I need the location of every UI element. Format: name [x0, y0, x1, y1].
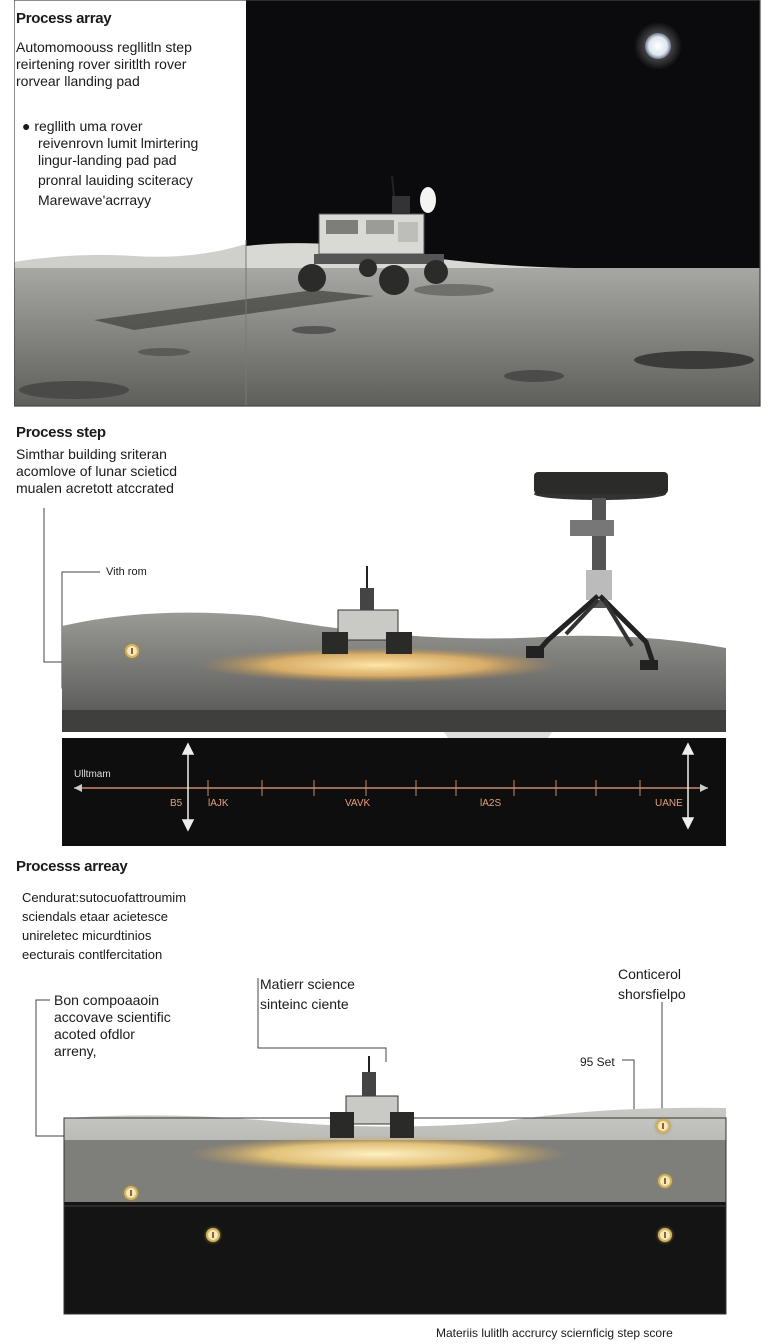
- rover-icon: [322, 566, 412, 654]
- lunar-base-scene: [43, 472, 726, 846]
- callout-middle: Matierr science sinteinc ciente: [260, 976, 355, 1012]
- rover-icon: [330, 1056, 414, 1138]
- marker-pin-icon: [658, 1174, 672, 1188]
- callout-vith-rom: Vith rom: [106, 566, 147, 578]
- marker-pin-icon: [124, 1186, 138, 1200]
- rover-icon: [298, 175, 448, 295]
- scale-tick-label: lAJK: [208, 798, 229, 809]
- callout-set: 95 Set: [580, 1055, 615, 1069]
- callout-right: Conticerol shorsfielpo: [618, 966, 686, 1002]
- panel-2: Process step Simthar building sriteran a…: [0, 420, 768, 850]
- scale-tick-label: VAVK: [345, 798, 371, 809]
- lunar-rover-scene: [14, 0, 761, 407]
- panel-1-title: Process array: [16, 10, 112, 27]
- scale-band: [62, 738, 726, 846]
- marker-pin-icon: [656, 1119, 670, 1133]
- scale-tick-label: B5: [170, 798, 183, 809]
- landing-pad-glow: [198, 647, 558, 683]
- scale-corner-label: Ulltmam: [74, 769, 111, 780]
- marker-pin-icon: [658, 1228, 672, 1242]
- bullet-dot-icon: ●: [22, 118, 35, 134]
- panel-1: Process array Automomoouss regllitln ste…: [0, 0, 768, 410]
- subsurface-layer: [64, 1202, 726, 1314]
- panel-3-intro: Cendurat:sutocuofattroumim sciendals eta…: [22, 890, 187, 962]
- panel-3-title: Processs arreay: [16, 858, 128, 875]
- landing-pad-glow: [188, 1136, 568, 1172]
- panel-3: Processs arreay Cendurat:sutocuofattroum…: [0, 856, 768, 1344]
- footer-caption: Materiis lulitlh accrurcy sciernficig st…: [436, 1326, 673, 1340]
- panel-2-intro: Simthar building sriteran acomlove of lu…: [16, 446, 178, 496]
- marker-pin-icon: [206, 1228, 220, 1242]
- panel-1-intro: Automomoouss regllitln step reirtening r…: [16, 39, 192, 89]
- scale-tick-label: UANE: [655, 798, 683, 809]
- regolith-cross-section: [35, 978, 727, 1315]
- panel-2-title: Process step: [16, 424, 106, 441]
- antenna-tower-icon: [526, 472, 668, 670]
- panel-1-bullet-list: ● regllith uma rover reivenrovn lumit lm…: [22, 118, 199, 208]
- callout-left: Bon compoaaoin accovave scientific acote…: [54, 992, 171, 1059]
- marker-pin-icon: [125, 644, 139, 658]
- scale-tick-label: lA2S: [480, 798, 502, 809]
